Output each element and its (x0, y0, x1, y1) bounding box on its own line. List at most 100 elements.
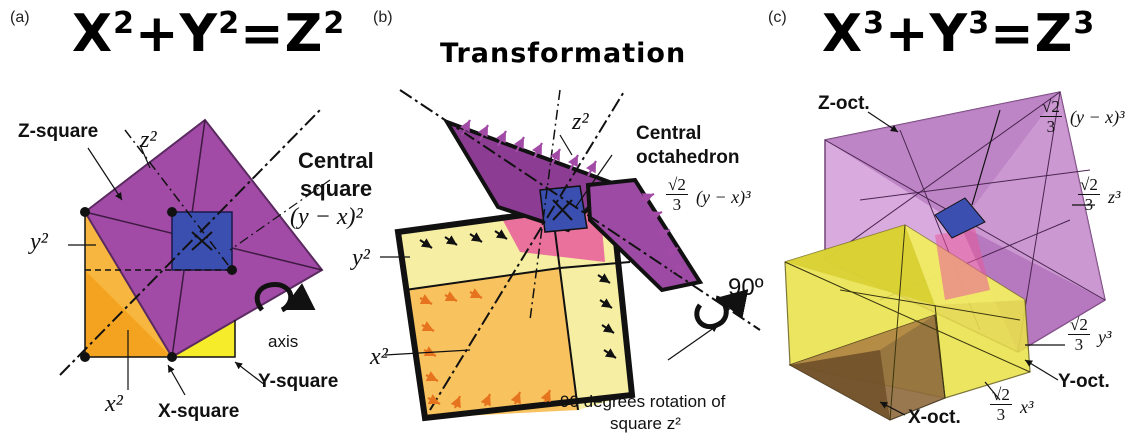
leader-line (971, 109, 1001, 206)
vertex-dot (167, 352, 177, 362)
z-octahedron-face (960, 92, 1105, 300)
rotation-arrow (254, 282, 316, 313)
leader-line (867, 111, 899, 133)
eq-plus: + (134, 4, 180, 64)
leader-line (139, 144, 151, 169)
b-frac-num: √2 (666, 175, 688, 195)
c-frac-x-num: √2 (990, 385, 1012, 405)
central-square-formula: (y − x)² (290, 204, 363, 230)
leader-line (229, 179, 331, 251)
b-central-formula: (y − x)³ (696, 187, 751, 207)
central-octahedron-label-2: octahedron (636, 147, 740, 168)
leader-line (984, 381, 1001, 401)
rotation-caption-1: 90 degrees rotation of (560, 392, 726, 411)
leader-line (384, 349, 471, 356)
equation-cubes: X3+Y3=Z3 (822, 8, 1095, 60)
y-octahedron-edges (784, 224, 1031, 421)
central-square-label-2: square (300, 176, 373, 201)
x-octahedron-face (790, 350, 890, 420)
axis-label: axis (268, 332, 299, 351)
eq-equals: = (240, 4, 285, 64)
frame-inner-line (551, 207, 579, 411)
x-square-label: X-square (158, 401, 240, 422)
pink-region (935, 228, 990, 300)
magenta-flap-right (585, 177, 704, 293)
panel-c-label: (c) (768, 9, 787, 26)
y-octahedron-face (785, 225, 935, 305)
x-octahedron-face (790, 315, 935, 365)
c-frac-x-den: 3 (996, 405, 1006, 424)
leader-line (167, 364, 186, 396)
b-y2-label: y² (352, 245, 370, 271)
leader-line (667, 324, 719, 361)
eq3-equals: = (990, 4, 1035, 64)
c-formula-top: (y − x)³ (1070, 107, 1125, 127)
leader-line (234, 361, 266, 386)
vertex-dot (80, 352, 90, 362)
x2-label: x² (105, 391, 123, 417)
vertex-dot (227, 265, 237, 275)
y2-label: y² (30, 229, 48, 255)
eq-y: Y (179, 4, 219, 64)
dash-line (124, 129, 233, 271)
central-square-cross (191, 231, 213, 251)
c-formula-y: y³ (1098, 327, 1112, 347)
leader-line (879, 401, 906, 416)
panel-c-diagram (784, 91, 1106, 421)
rotation-angle-label: 90º (728, 274, 764, 301)
panel-a-diagram (59, 109, 331, 396)
central-octahedron-label-1: Central (636, 123, 702, 144)
axis-line (399, 89, 761, 331)
base-outline (84, 212, 236, 358)
eq-y-exp: 2 (218, 6, 241, 41)
eq-z-exp: 2 (323, 6, 346, 41)
y-square-label: Y-square (258, 371, 339, 392)
axis-line (429, 89, 626, 411)
orange-arrows (419, 288, 552, 409)
eq3-y-exp: 3 (968, 6, 991, 41)
equation-squares: X2+Y2=Z2 (72, 8, 345, 60)
vertex-dot (80, 207, 90, 217)
z-square-label: Z-square (18, 121, 99, 142)
black-arrows (419, 229, 617, 359)
c-frac-z-num: √2 (1078, 175, 1100, 195)
b-x2-label: x² (370, 344, 388, 370)
y-oct-label: Y-oct. (1058, 371, 1110, 392)
vertex-dot (167, 207, 177, 217)
eq3-z-exp: 3 (1073, 6, 1096, 41)
central-square-label-1: Central (298, 148, 374, 173)
x2-region (405, 268, 578, 418)
central-octahedron-shape (934, 197, 986, 239)
panel-b-diagram (380, 89, 761, 422)
eq3-y: Y (929, 4, 969, 64)
z2-label: z² (140, 127, 157, 153)
leader-line (574, 154, 613, 209)
c-frac-y-num: √2 (1068, 315, 1090, 335)
panel-a-label: (a) (10, 9, 30, 26)
eq-z: Z (284, 4, 324, 64)
rotation-arrow (694, 289, 749, 330)
leader-line (1024, 359, 1059, 381)
c-formula-x: x³ (1020, 397, 1034, 417)
eq3-z: Z (1034, 4, 1074, 64)
z-octahedron-face (825, 92, 1060, 225)
transformation-title: Transformation (440, 38, 687, 69)
c-frac-z-den: 3 (1084, 195, 1094, 214)
rotation-caption-2: square z² (610, 414, 681, 433)
z-octahedron-face (960, 225, 1105, 352)
panel-b-label: (b) (373, 9, 393, 26)
leader-line (87, 147, 123, 201)
z-oct-label: Z-oct. (818, 93, 870, 114)
b-frac-den: 3 (672, 195, 682, 214)
c-frac-top-den: 3 (1046, 117, 1056, 136)
c-frac-y-den: 3 (1074, 335, 1084, 354)
axis-line (529, 89, 561, 321)
frame-inner-line (559, 261, 631, 269)
eq-x: X (72, 4, 114, 64)
